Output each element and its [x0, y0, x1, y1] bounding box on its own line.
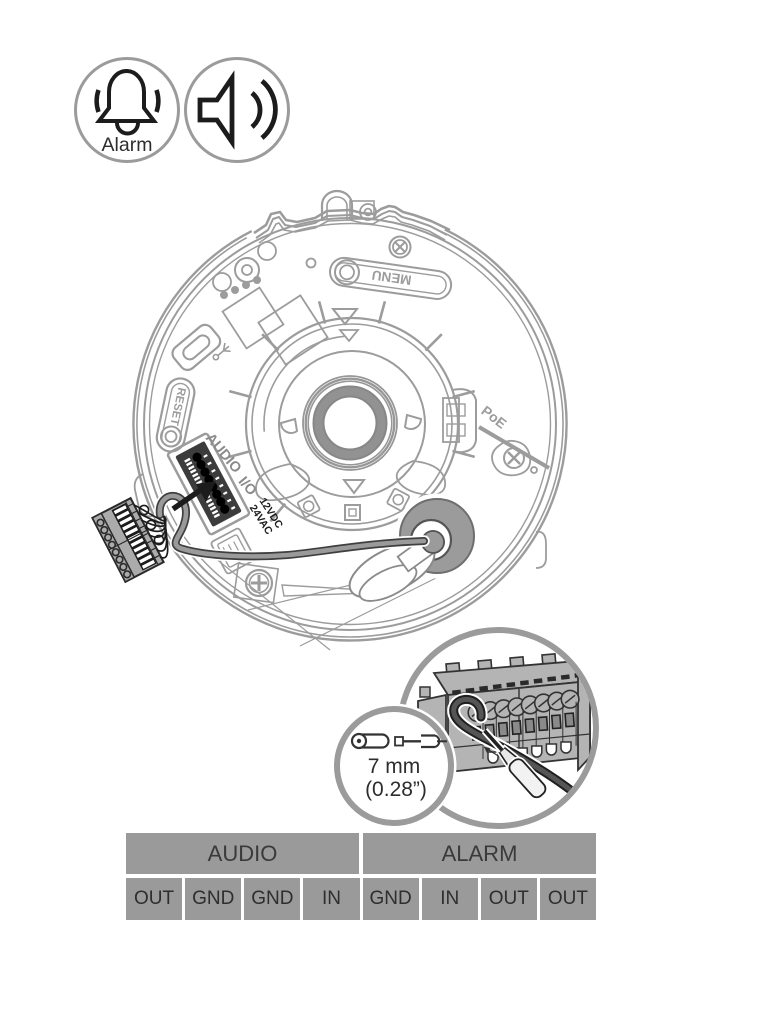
svg-text:(0.28”): (0.28”)	[365, 778, 427, 801]
svg-text:Alarm: Alarm	[102, 134, 153, 156]
svg-text:7 mm: 7 mm	[368, 755, 421, 778]
svg-text:I/O: I/O	[235, 474, 260, 499]
svg-text:MENU: MENU	[371, 267, 412, 287]
